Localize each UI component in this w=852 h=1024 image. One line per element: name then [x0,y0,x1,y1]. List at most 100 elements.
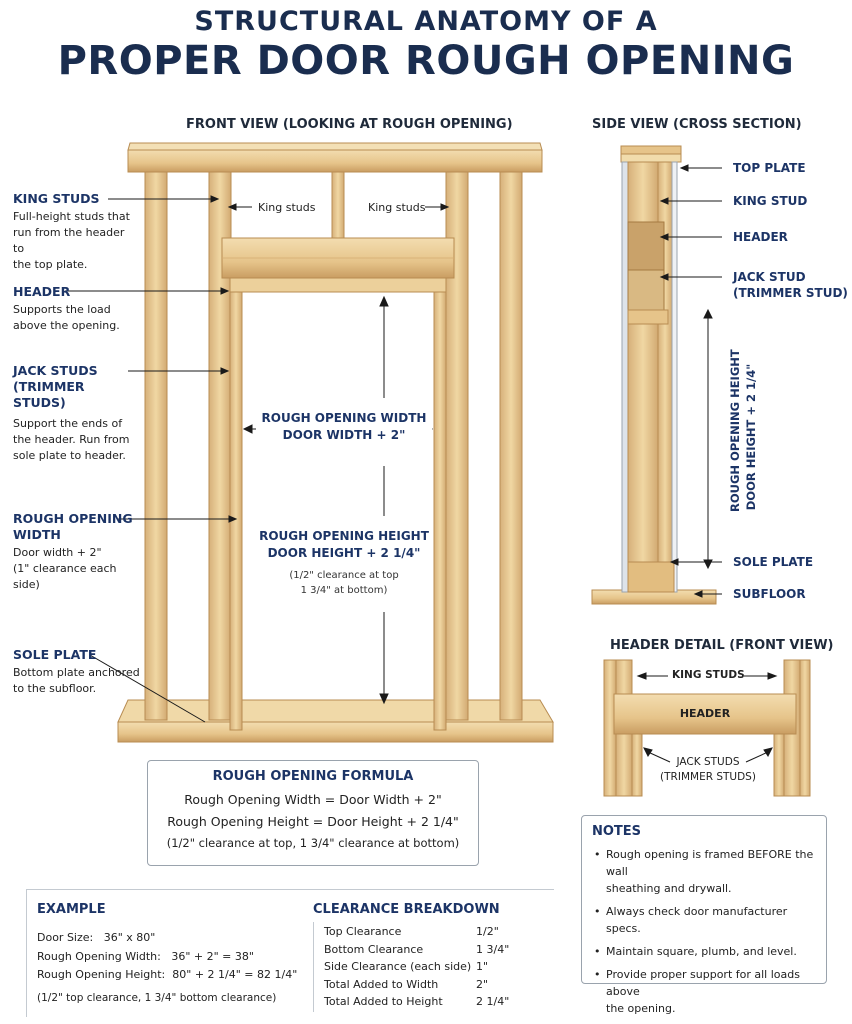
king-studs-inline-left: King studs [258,201,316,214]
note-item: Maintain square, plumb, and level. [594,943,818,960]
clearance-label: Total Added to Width [324,977,439,991]
desc-line: the top plate. [13,258,88,271]
example-label: Rough Opening Width: [37,950,161,963]
detail-king-studs-label: KING STUDS [672,669,745,681]
desc-line: Supports the load [13,303,111,316]
top-plate [127,142,543,173]
desc-line: (1" clearance each side) [13,562,117,591]
note-line: Always check door manufacturer specs. [606,905,788,935]
jack-stud-left [229,291,243,731]
desc-line: Support the ends of [13,417,123,430]
clearance-row: Total Added to Height 2 1/4" [324,995,524,1013]
example-value: 80" + 2 1/4" = 82 1/4" [172,968,298,981]
callout-title: JACK STUDS [13,363,98,378]
notes-title: NOTES [592,824,642,839]
callout-header: HEADER Supports the load above the openi… [13,284,133,334]
note-line: sheathing and drywall. [606,882,732,895]
note-line: Maintain square, plumb, and level. [606,945,797,958]
callout-title: KING STUDS [13,191,100,206]
desc-line: the header. Run from [13,433,130,446]
example-top-rule [26,889,554,890]
example-label: Rough Opening Height: [37,968,166,981]
desc-line: above the opening. [13,319,120,332]
side-leader-lines [659,164,722,598]
note-line: Provide proper support for all loads abo… [606,968,800,998]
example-value: 36" x 80" [103,931,156,944]
formula-title: ROUGH OPENING FORMULA [212,769,414,784]
side-height-line-2: DOOR HEIGHT + 2 1/4" [744,363,758,511]
clearance-row: Total Added to Width 2" [324,978,524,996]
header-beam [221,237,455,279]
note-line: Rough opening is framed BEFORE the wall [606,848,814,878]
detail-jack-line-2: (TRIMMER STUDS) [660,771,756,783]
desc-line: run from the header to [13,226,125,255]
desc-line: Door width + 2" [13,546,102,559]
rough-opening-height-label: ROUGH OPENING HEIGHT DOOR HEIGHT + 2 1/4… [256,528,432,598]
desc-line: sole plate to header. [13,449,126,462]
jack-stud-right [433,291,447,731]
header-detail-drawing [603,659,811,797]
detail-header-label: HEADER [679,707,731,720]
formula-box: ROUGH OPENING FORMULA Rough Opening Widt… [147,760,479,866]
note-line: the opening. [606,1002,676,1015]
height-label-line-1: ROUGH OPENING HEIGHT [259,529,429,543]
callout-jack-studs: JACK STUDS (TRIMMER STUDS) Support the e… [13,363,138,464]
side-view-section [591,145,717,605]
callout-title: ROUGH OPENING [13,511,133,526]
clearance-row: Top Clearance 1/2" [324,925,524,943]
title-line-1: STRUCTURAL ANATOMY OF A [194,6,658,37]
cripple-stud [331,171,345,239]
detail-jack-studs-label: JACK STUDS (TRIMMER STUDS) [646,755,770,785]
notes-box: NOTES Rough opening is framed BEFORE the… [581,815,827,1015]
front-view-title: FRONT VIEW (LOOKING AT ROUGH OPENING) [186,117,513,132]
formula-line-1: Rough Opening Width = Door Width + 2" [184,792,442,807]
height-note-2: 1 3/4" at bottom) [300,585,388,596]
side-height-label: ROUGH OPENING HEIGHT DOOR HEIGHT + 2 1/4… [727,349,761,512]
desc-line: Full-height studs that [13,210,130,223]
callout-rough-opening-width: ROUGH OPENING WIDTH Door width + 2" (1" … [13,511,143,593]
example-row: Rough Opening Height: 80" + 2 1/4" = 82 … [37,968,297,981]
side-label-king-stud: KING STUD [733,194,808,208]
clearance-table: Top Clearance 1/2" Bottom Clearance 1 3/… [324,925,524,1013]
clearance-value: 1/2" [476,925,499,938]
side-label-subfloor: SUBFLOOR [733,587,806,601]
note-item: Rough opening is framed BEFORE the wall … [594,846,818,897]
width-label-line-2: DOOR WIDTH + 2" [282,428,406,442]
callout-desc: Full-height studs that run from the head… [13,209,133,273]
example-value: 36" + 2" = 38" [171,950,254,963]
callout-title: SOLE PLATE [13,647,97,662]
clearance-label: Bottom Clearance [324,942,424,956]
example-row: Door Size: 36" x 80" [37,931,155,944]
example-note: (1/2" top clearance, 1 3/4" bottom clear… [37,992,277,1004]
king-studs-inline-right: King studs [368,201,426,214]
desc-line: Bottom plate anchored [13,666,140,679]
example-title: EXAMPLE [37,902,106,917]
callout-desc: Support the ends of the header. Run from… [13,416,138,464]
callout-title: HEADER [13,284,71,299]
clearance-value: 1 3/4" [476,942,510,956]
side-label-sole-plate: SOLE PLATE [733,555,814,569]
common-stud-right [499,171,523,721]
height-label-line-2: DOOR HEIGHT + 2 1/4" [267,546,421,560]
callout-desc: Door width + 2" (1" clearance each side) [13,545,143,593]
clearance-row: Side Clearance (each side) 1" [324,960,524,978]
callout-sole-plate: SOLE PLATE Bottom plate anchored to the … [13,647,143,697]
side-label-top-plate: TOP PLATE [733,161,806,175]
detail-jack-line-1: JACK STUDS [676,756,740,768]
side-label-trimmer-stud: (TRIMMER STUD) [733,286,848,300]
clearance-value: 2" [476,977,489,991]
formula-line-3: (1/2" clearance at top, 1 3/4" clearance… [166,836,460,850]
clearance-value: 2 1/4" [476,995,510,1008]
clearance-label: Total Added to Height [324,995,443,1008]
formula-line-2: Rough Opening Height = Door Height + 2 1… [167,814,459,829]
common-stud-left [144,171,168,721]
sole-plate [117,699,554,743]
header-trim [229,277,447,293]
detail-leader-lines [636,672,778,763]
clearance-row: Bottom Clearance 1 3/4" [324,943,524,961]
notes-list: Rough opening is framed BEFORE the wall … [594,846,818,1017]
callout-king-studs: KING STUDS Full-height studs that run fr… [13,191,133,273]
width-label-line-1: ROUGH OPENING WIDTH [261,411,427,425]
height-note-1: (1/2" clearance at top [289,570,399,581]
